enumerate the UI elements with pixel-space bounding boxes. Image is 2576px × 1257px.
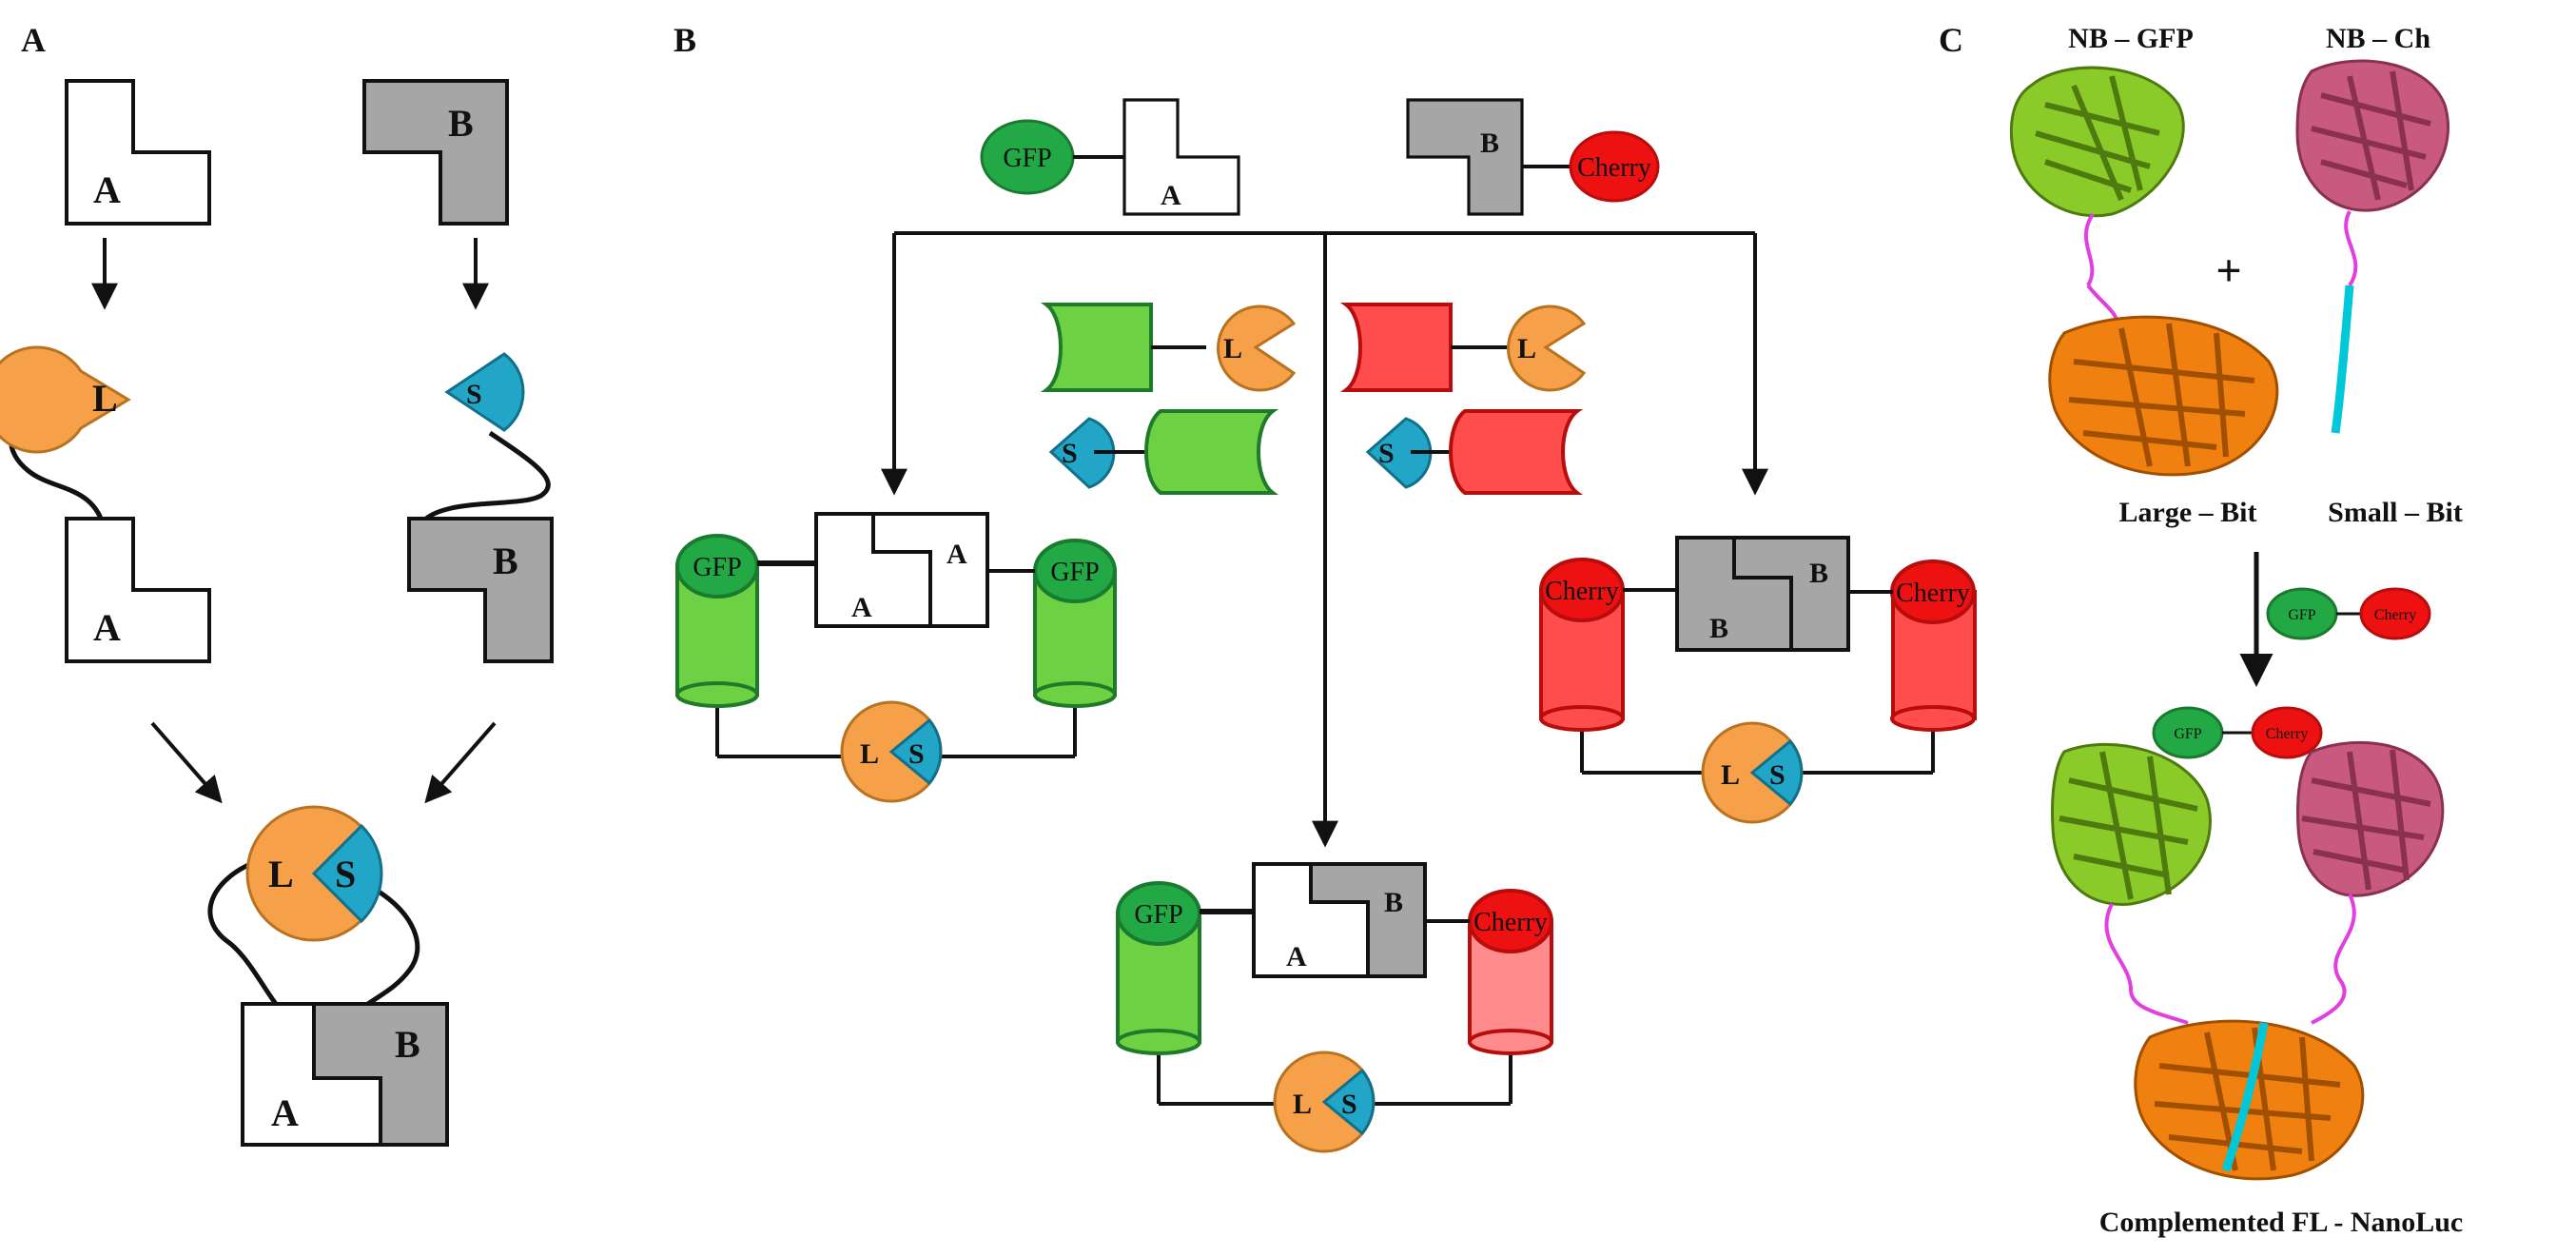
- red-nb-large-bit: L: [1340, 303, 1587, 392]
- gfp-tag: GFP: [1050, 558, 1099, 587]
- cherry-tag: Cherry: [1577, 153, 1651, 183]
- nb-gfp-title: NB – GFP: [2068, 23, 2194, 54]
- large-bit-label: L: [1517, 333, 1536, 364]
- block-b-top: B: [362, 79, 509, 226]
- gfp-cherry-a-b-complex: GFP Cherry B A L S: [1116, 862, 1553, 1153]
- large-bit-a: L: [0, 345, 131, 524]
- block-a-label: A: [1161, 180, 1181, 211]
- block-b-label: B: [1809, 558, 1828, 589]
- gfp-gfp-a-a-complex: GFP GFP A A L S: [675, 512, 1117, 803]
- b-cherry-fusion: B Cherry: [1406, 98, 1660, 216]
- gfp-tag: GFP: [2174, 726, 2201, 742]
- ab-b-label: B: [395, 1023, 420, 1066]
- block-b-label: B: [448, 102, 474, 145]
- large-bit-label: L: [1223, 333, 1242, 364]
- cherry-tag: Cherry: [1545, 577, 1619, 606]
- cherry-cherry-b-b-complex: Cherry Cherry B B L S: [1539, 536, 1977, 824]
- block-a-label: A: [851, 592, 872, 623]
- block-a-left: A: [65, 517, 211, 663]
- large-bit-label: L: [1293, 1089, 1312, 1120]
- small-bit-label: S: [335, 853, 356, 895]
- panel-b-label: B: [673, 21, 696, 59]
- complemented-caption: Complemented FL - NanoLuc: [2099, 1207, 2464, 1238]
- block-a-label: A: [93, 606, 121, 649]
- block-b-label: B: [1384, 887, 1403, 918]
- small-bit-b: S: [416, 352, 551, 530]
- small-bit-label: S: [1062, 438, 1078, 469]
- green-fluorescent-protein-ribbon-icon: [2009, 66, 2185, 287]
- arrow-converge-right: [424, 721, 497, 804]
- small-bit-label: S: [1769, 759, 1786, 791]
- gfp-tag: GFP: [1003, 144, 1051, 173]
- complemented-ls-a: L S: [207, 805, 420, 1011]
- large-bit-label: L: [268, 853, 294, 895]
- complemented-assembly: GFP Cherry: [2051, 706, 2445, 1181]
- block-b-label: B: [1709, 613, 1728, 644]
- cherry-tag: Cherry: [1473, 908, 1548, 937]
- panel-a-label: A: [21, 21, 46, 59]
- small-bit-green-nb: S: [1048, 409, 1278, 495]
- panel-c: C NB – GFP NB – Ch + Large – Bit Small –…: [1939, 21, 2463, 1238]
- block-b-label: B: [1480, 128, 1499, 159]
- small-bit-label: S: [1341, 1089, 1357, 1120]
- ab-a-label: A: [271, 1091, 299, 1134]
- small-bit-label: S: [466, 379, 482, 410]
- green-nb-large-bit: L: [1041, 303, 1297, 392]
- nanoluc-large-bit-ribbon-icon: [2048, 284, 2279, 477]
- cherry-tag: Cherry: [1896, 579, 1970, 608]
- small-bit-red-nb: S: [1365, 409, 1583, 495]
- gfp-tag: GFP: [1134, 900, 1182, 930]
- small-bit-label: S: [908, 738, 925, 770]
- panel-b: B GFP A B Cherry L: [673, 21, 1977, 1153]
- ab-complex-a: A B: [241, 1002, 449, 1147]
- cherry-tag: Cherry: [2374, 607, 2416, 623]
- small-bit-label: S: [1378, 438, 1395, 469]
- plus-sign: +: [2215, 246, 2241, 296]
- block-b-label: B: [493, 540, 518, 582]
- panel-c-label: C: [1939, 21, 1963, 59]
- block-a-top: A: [65, 79, 211, 226]
- gfp-cherry-antigen: GFP Cherry: [2266, 587, 2431, 640]
- large-bit-caption: Large – Bit: [2119, 497, 2257, 528]
- arrow-converge-left: [150, 721, 223, 804]
- panel-a: A A B L A S: [0, 21, 554, 1147]
- large-bit-label: L: [1721, 759, 1740, 791]
- gfp-tag: GFP: [2288, 607, 2315, 623]
- small-bit-caption: Small – Bit: [2328, 497, 2463, 528]
- gfp-a-fusion: GFP A: [980, 98, 1240, 216]
- large-bit-label: L: [860, 738, 879, 770]
- block-a-label: A: [946, 539, 967, 570]
- block-b-right: B: [407, 517, 554, 663]
- block-a-label: A: [93, 168, 121, 211]
- cherry-nanobody-ribbon-icon: [2295, 59, 2449, 434]
- block-a-label: A: [1286, 941, 1307, 972]
- gfp-tag: GFP: [693, 553, 741, 582]
- large-bit-label: L: [92, 377, 118, 420]
- nb-ch-title: NB – Ch: [2326, 23, 2430, 54]
- cherry-tag: Cherry: [2266, 726, 2308, 742]
